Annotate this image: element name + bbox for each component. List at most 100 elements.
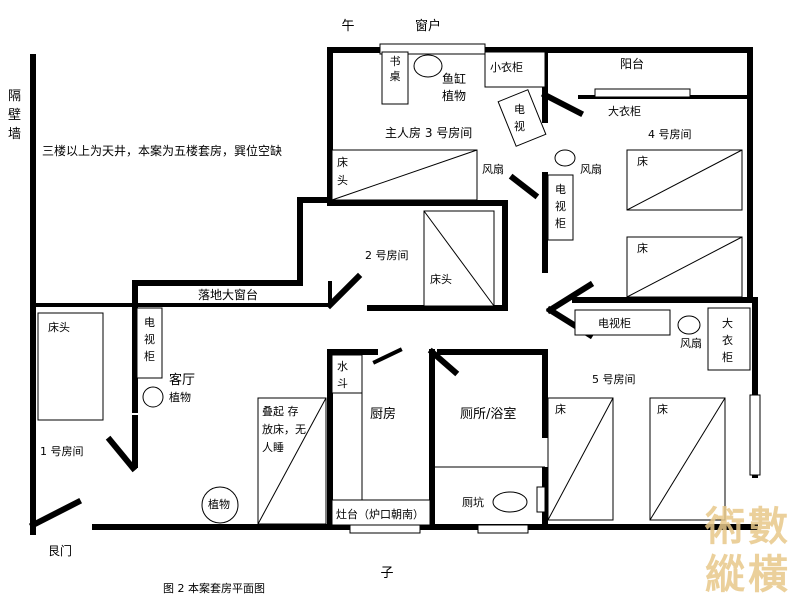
sink-label-1: 水 bbox=[337, 360, 348, 373]
top-window bbox=[379, 43, 486, 55]
entrance-door-leaf bbox=[28, 497, 83, 530]
stove-label: 灶台（炉口朝南） bbox=[336, 507, 424, 521]
desk-label-1: 书 bbox=[390, 55, 401, 68]
squat-toilet-label: 厕坑 bbox=[462, 495, 484, 509]
folding-bed-diagonal bbox=[257, 397, 327, 525]
room1-label: 1 号房间 bbox=[40, 445, 84, 458]
room4-wardrobe-label: 大衣柜 bbox=[608, 104, 641, 118]
living-tv-cab-3: 柜 bbox=[144, 350, 155, 363]
french-window-label: 落地大窗台 bbox=[198, 287, 258, 302]
small-wardrobe-label: 小衣柜 bbox=[490, 60, 523, 74]
room4-tv-cabinet bbox=[547, 174, 574, 241]
watermark-char-1: 術 bbox=[704, 503, 745, 550]
master-fan-door bbox=[508, 173, 540, 200]
room2-label: 2 号房间 bbox=[365, 249, 409, 262]
balcony-window bbox=[594, 88, 691, 98]
desk-label-2: 桌 bbox=[390, 70, 401, 83]
folding-bed-line-3: 人睡 bbox=[262, 441, 284, 454]
room5-wardrobe-3: 柜 bbox=[722, 351, 733, 364]
living-room-label: 客厅 bbox=[169, 372, 195, 388]
room5-tv-cabinet-label: 电视柜 bbox=[598, 316, 631, 330]
living-plant-pot bbox=[142, 386, 164, 408]
room4-tv-cab-1: 电 bbox=[555, 183, 566, 196]
tv-label-2: 视 bbox=[514, 119, 525, 133]
floor-note: 三楼以上为天井，本案为五楼套房，巽位空缺 bbox=[42, 143, 282, 158]
living-tv-cab-2: 视 bbox=[144, 332, 155, 346]
master-bed-head-1: 床 bbox=[337, 155, 348, 169]
room1-bed bbox=[37, 312, 104, 421]
squat-toilet-basin bbox=[492, 491, 528, 513]
room5-fan bbox=[677, 315, 701, 335]
room5-bed2-label: 床 bbox=[657, 402, 668, 416]
kitchen-label: 厨房 bbox=[370, 406, 396, 422]
room5-east-window bbox=[749, 394, 761, 476]
folding-bed-line-1: 叠起 存 bbox=[262, 404, 299, 418]
room5-wardrobe-2: 衣 bbox=[722, 333, 733, 347]
entrance-plant-pot bbox=[201, 486, 239, 524]
room4-fan-label: 风扇 bbox=[580, 162, 602, 176]
bath-fixture bbox=[536, 486, 546, 513]
room4-door bbox=[540, 90, 585, 118]
room2-bed-head: 床头 bbox=[430, 272, 452, 286]
room2-bed-diagonal bbox=[423, 210, 495, 307]
tv-label-1: 电 bbox=[514, 103, 525, 116]
living-tv-cab-1: 电 bbox=[144, 316, 155, 329]
room4-bed-1-diagonal bbox=[626, 149, 743, 211]
neighbor-wall-char-3: 墙 bbox=[8, 127, 21, 142]
room4-bed-2-diagonal bbox=[626, 236, 743, 298]
entrance-door-label: 艮门 bbox=[48, 543, 72, 558]
sink-label-2: 斗 bbox=[337, 377, 348, 390]
direction-south: 午 bbox=[341, 19, 354, 34]
room4-bed1-label: 床 bbox=[637, 154, 648, 168]
fish-tank-label: 鱼缸 bbox=[442, 71, 466, 86]
room1-bed-head: 床头 bbox=[48, 320, 70, 334]
direction-north: 子 bbox=[380, 566, 393, 581]
living-tv-cabinet bbox=[136, 307, 163, 379]
room5-door-a bbox=[545, 280, 595, 315]
tv-stand bbox=[497, 89, 547, 147]
watermark-char-2: 數 bbox=[748, 503, 788, 550]
entrance-plant-label: 植物 bbox=[208, 497, 230, 511]
watermark-char-3: 縱 bbox=[705, 551, 745, 598]
window-label: 窗户 bbox=[415, 18, 441, 34]
bath-door-a bbox=[427, 347, 460, 377]
room5-bed-2-diagonal bbox=[649, 397, 726, 521]
room5-tv-cabinet bbox=[574, 309, 671, 336]
room5-wardrobe-1: 大 bbox=[722, 316, 733, 330]
room5-fan-label: 风扇 bbox=[680, 336, 702, 350]
room5-wardrobe bbox=[707, 307, 751, 371]
master-fan-label: 风扇 bbox=[482, 162, 504, 176]
sink bbox=[331, 354, 363, 394]
room1-door bbox=[105, 435, 138, 473]
master-bed-diagonal bbox=[331, 149, 478, 201]
watermark-char-4: 橫 bbox=[748, 551, 788, 598]
master-room-label: 主人房 3 号房间 bbox=[385, 125, 472, 140]
balcony-label: 阳台 bbox=[620, 56, 644, 71]
kitchen-door bbox=[372, 347, 403, 365]
room4-tv-cab-2: 视 bbox=[555, 199, 566, 213]
room4-label: 4 号房间 bbox=[648, 128, 692, 141]
neighbor-wall-char-1: 隔 bbox=[8, 89, 21, 104]
room4-fan bbox=[554, 149, 576, 167]
desk bbox=[381, 51, 409, 105]
bath-window bbox=[477, 524, 529, 534]
watermark: 術 數 縱 橫 bbox=[704, 503, 788, 598]
folding-bed-line-2: 放床，无 bbox=[262, 422, 306, 436]
figure-caption: 图 2 本案套房平面图 bbox=[163, 581, 265, 595]
master-bed-head-2: 头 bbox=[337, 174, 348, 187]
room2-door bbox=[325, 272, 363, 310]
toilet-bath-label: 厕所/浴室 bbox=[460, 406, 516, 422]
stove bbox=[331, 499, 431, 526]
kitchen-window bbox=[349, 524, 421, 534]
room5-bed1-label: 床 bbox=[555, 402, 566, 416]
fish-tank-oval bbox=[413, 54, 443, 78]
room5-bed-1-diagonal bbox=[547, 397, 614, 521]
small-wardrobe bbox=[484, 51, 546, 88]
neighbor-wall-char-2: 壁 bbox=[8, 108, 21, 123]
living-plant-label: 植物 bbox=[169, 390, 191, 404]
room5-label: 5 号房间 bbox=[592, 373, 636, 386]
room4-tv-cab-3: 柜 bbox=[555, 217, 566, 230]
room4-bed2-label: 床 bbox=[637, 241, 648, 255]
plant-label-master: 植物 bbox=[442, 88, 466, 103]
